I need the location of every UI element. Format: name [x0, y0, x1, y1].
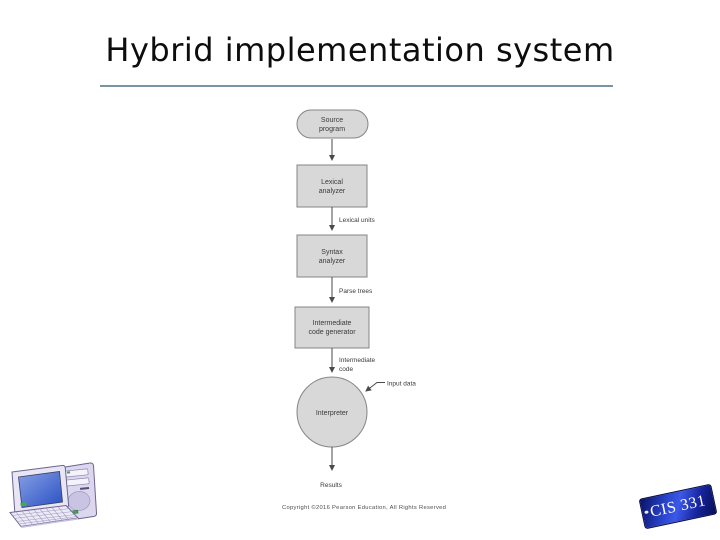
copyright-notice: Copyright ©2016 Pearson Education, All R… [282, 504, 446, 511]
intermediate-code-label: Intermediate [339, 357, 376, 364]
lexical-analyzer-label: analyzer [319, 188, 346, 195]
source-program-label: Source [321, 117, 343, 124]
keyboard-front-edge [21, 518, 78, 528]
screen-start-button [20, 502, 27, 507]
lexical-units-label: Lexical units [339, 217, 376, 224]
tower-button [79, 486, 90, 490]
keyboard-keys [11, 506, 78, 525]
course-badge-label: CIS 331 [648, 491, 708, 521]
input-data-arrow [365, 382, 385, 392]
source-program-node [296, 109, 369, 139]
monitor-screen [18, 471, 63, 508]
title-divider [100, 85, 613, 87]
intermediate-code-generator-label: code generator [308, 329, 356, 336]
intermediate-code-label: code [339, 366, 353, 373]
parse-trees-label: Parse trees [339, 288, 373, 295]
source-program-label: program [319, 126, 345, 133]
badge-glint [644, 510, 649, 515]
lexical-analyzer-label: Lexical [321, 179, 343, 186]
results-label: Results [320, 482, 342, 489]
computer-keyboard-icon [9, 504, 80, 528]
intermediate-code-generator-label: Intermediate [313, 320, 352, 327]
syntax-analyzer-node [296, 234, 368, 278]
interpreter-label: Interpreter [316, 410, 349, 417]
slide-title: Hybrid implementation system [105, 31, 615, 69]
lexical-analyzer-node [296, 164, 368, 208]
syntax-analyzer-label: analyzer [319, 258, 346, 265]
intermediate-code-generator-node [294, 306, 370, 349]
computer-clipart [9, 462, 98, 528]
drive-led [66, 471, 71, 474]
input-data-label: Input data [387, 381, 416, 388]
syntax-analyzer-label: Syntax [321, 249, 343, 256]
